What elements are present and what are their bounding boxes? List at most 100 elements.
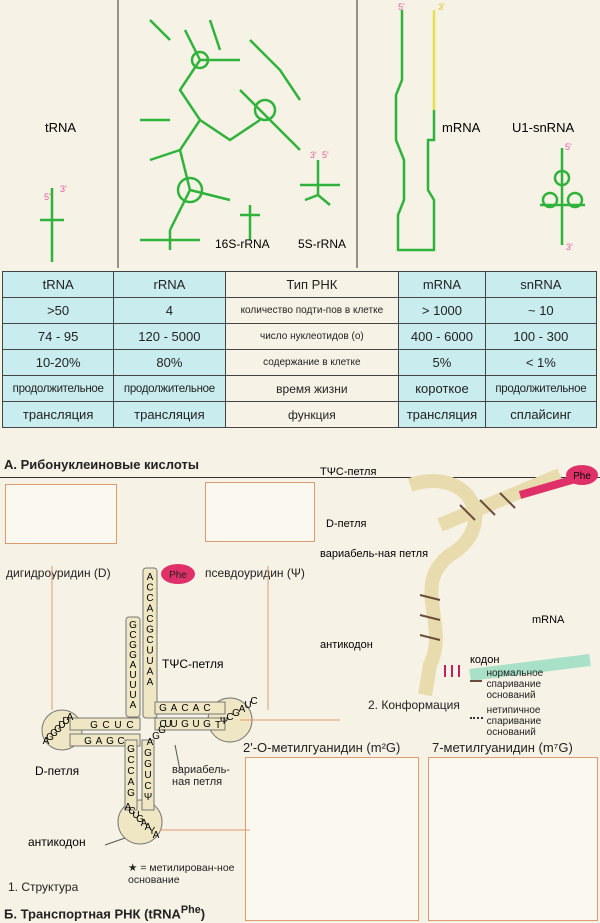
nucleotide-d-loop: A — [67, 712, 74, 723]
conf-tpsic-label: TΨC-петля — [320, 466, 376, 478]
nucleotide-variable-loop: U — [164, 719, 171, 730]
nucleotide-acceptor-5: U — [129, 690, 136, 701]
rrna-5s-shape — [300, 160, 340, 206]
label-16s-rrna: 16S-rRNA — [215, 237, 270, 251]
nucleotide-anticodon-loop: A — [145, 822, 152, 833]
conf-mrna-label: mRNA — [532, 614, 565, 626]
conformation-phe-label: Phe — [573, 471, 591, 482]
rrna-16s-shape — [140, 19, 302, 250]
section-b-title-text: Б. Транспортная РНК (tRNA — [4, 906, 181, 922]
label-u1-snrna: U1-snRNA — [512, 120, 574, 135]
nucleotide-acceptor-5: A — [130, 700, 137, 711]
nucleotide-anticodon-loop: A — [125, 802, 132, 813]
table-cell: продолжительное — [484, 375, 598, 402]
nucleotide-anticodon-stem: A — [128, 777, 135, 788]
conf-d-loop-label: D-петля — [326, 518, 367, 530]
nucleotide-anticodon-stem: C — [127, 755, 134, 766]
nucleotide-t-loop: C — [226, 712, 233, 723]
table-header-row: tRNA rRNA Тип РНК mRNA snRNA — [1, 271, 598, 298]
conf-codon-label: кодон — [470, 654, 499, 666]
nucleotide-d-loop: G — [46, 732, 54, 743]
table-header: snRNA — [484, 271, 598, 298]
phe-label: Phe — [169, 570, 187, 581]
nucleotide-anticodon-stem: Ψ — [144, 792, 152, 803]
table-cell: трансляция — [398, 401, 486, 428]
nucleotide-acceptor-5: G — [129, 620, 137, 631]
nucleotide-d-arm: A — [96, 736, 103, 747]
nucleotide-acceptor-3: U — [146, 656, 153, 667]
nucleotide-d-arm: U — [114, 720, 121, 731]
nucleotide-t-arm: C — [203, 703, 210, 714]
label-5prime: 5' — [565, 142, 572, 152]
table-cell: продолжительное — [113, 375, 226, 402]
nucleotide-acceptor-3: A — [147, 604, 154, 615]
nucleotide-t-loop: G — [232, 708, 240, 719]
nucleotide-anticodon-loop: A — [141, 818, 148, 829]
nucleotide-d-loop: G — [50, 728, 58, 739]
dihydrouridine-structure-box — [5, 484, 117, 544]
label-5prime: 5' — [322, 150, 329, 160]
nucleotide-t-arm: A — [193, 703, 200, 714]
table-header: tRNA — [1, 271, 115, 298]
anticodon-label: антикодон — [28, 835, 86, 849]
nucleotide-anticodon-stem: C — [144, 781, 151, 792]
nucleotide-anticodon-stem: U — [144, 770, 151, 781]
nucleotide-t-arm: C — [181, 703, 188, 714]
nucleotide-acceptor-3: U — [146, 646, 153, 657]
table-cell: количество подти-пов в клетке — [224, 297, 400, 324]
d-loop-label: D-петля — [35, 764, 79, 778]
m7g-label: 7-метилгуанидин (m⁷G) — [432, 740, 573, 755]
nucleotide-t-loop: Ψ — [220, 716, 228, 727]
nucleotide-anticodon-loop: U — [132, 810, 139, 821]
nucleotide-d-arm: G — [106, 736, 114, 747]
nucleotide-anticodon-stem: C — [127, 766, 134, 777]
nucleotide-acceptor-3: C — [146, 583, 153, 594]
legend-atypical-text: нетипичное спаривание оснований — [486, 705, 542, 738]
nucleotide-acceptor-5: U — [129, 670, 136, 681]
table-cell: короткое — [398, 375, 486, 402]
nucleotide-variable-loop: G — [152, 731, 160, 742]
nucleotide-t-loop: T — [215, 720, 221, 731]
nucleotide-t-arm: U — [170, 719, 177, 730]
table-cell: 10-20% — [1, 349, 115, 376]
nucleotide-acceptor-5: U — [129, 680, 136, 691]
nucleotide-d-arm: C — [126, 720, 133, 731]
legend-normal-text: нормальное спаривание оснований — [486, 668, 544, 701]
label-3prime: 3' — [566, 242, 573, 252]
nucleotide-anticodon-loop: Y — [149, 826, 156, 837]
nucleotide-t-arm: U — [192, 719, 199, 730]
section-b-title-sup: Phe — [180, 904, 201, 916]
nucleotide-anticodon-stem: G — [144, 748, 152, 759]
m2g-label: 2'-O-метилгуанидин (m²G) — [243, 740, 401, 755]
nucleotide-variable-loop: G — [158, 725, 166, 736]
table-cell: продолжительное — [1, 375, 115, 402]
label-5s-rrna: 5S-rRNA — [298, 237, 346, 251]
methylated-note: ★ = метилирован-ное основание — [128, 862, 235, 886]
trna-shape — [40, 188, 64, 262]
snrna-shape — [540, 148, 585, 245]
table-cell: ~ 10 — [484, 297, 598, 324]
table-cell: трансляция — [1, 401, 115, 428]
nucleotide-acceptor-5: A — [130, 660, 137, 671]
divider — [0, 477, 600, 478]
table-cell: 4 — [113, 297, 226, 324]
nucleotide-t-arm: G — [159, 703, 167, 714]
table-cell: 400 - 6000 — [398, 323, 486, 350]
table-cell: число нуклеотидов (о) — [224, 323, 400, 350]
nucleotide-d-arm: C — [102, 720, 109, 731]
label-5prime: 5' — [398, 2, 405, 12]
m2g-structure-box — [245, 757, 419, 921]
rna-structures: tRNA 16S-rRNA 5S-rRNA mRNA U1-snRNA 5'3'… — [40, 0, 585, 268]
nucleotide-acceptor-3: C — [146, 635, 153, 646]
phe-badge — [161, 564, 195, 584]
structure-caption: 1. Структура — [8, 880, 79, 894]
nucleotide-t-loop: U — [244, 700, 251, 711]
nucleotide-acceptor-3: A — [147, 667, 154, 678]
nucleotide-d-arm: G — [84, 736, 92, 747]
m7g-structure-box — [428, 757, 598, 921]
table-cell: время жизни — [224, 375, 400, 402]
